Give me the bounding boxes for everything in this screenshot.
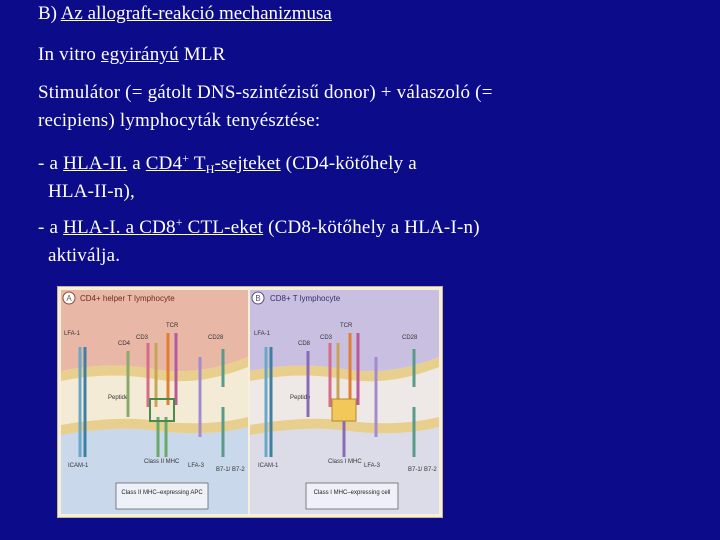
lfa3-label: LFA-3 (188, 463, 205, 469)
mhc-label: Class II MHC (144, 459, 180, 465)
bullet-1-cont: HLA-II-n), (48, 181, 135, 202)
panel-b-footer: Class I MHC–expressing cell (314, 490, 391, 496)
tcr-label: TCR (166, 323, 179, 329)
cd3-label: CD3 (136, 335, 149, 341)
lfa3-label-b: LFA-3 (364, 463, 381, 469)
lfa1-label-b: LFA-1 (254, 331, 271, 337)
panel-b-header: CD8+ T lymphocyte (270, 294, 341, 303)
cd8-label: CD8 (298, 341, 311, 347)
panel-a-letter: A (66, 294, 72, 303)
ctl-body (250, 290, 439, 372)
icam1-label-b: ICAM-1 (258, 463, 279, 469)
panel-a-header: CD4+ helper T lymphocyte (80, 294, 175, 303)
cd28-label-b: CD28 (402, 335, 418, 341)
b7-label: B7-1/ B7-2 (216, 467, 245, 473)
bullet-2: - a HLA-I. a CD8+ CTL-eket (CD8-kötőhely… (38, 215, 480, 238)
t-cell-activation-figure: A CD4+ helper T lymphocyte LFA-1 CD4 CD3… (57, 286, 443, 518)
peptide-label-b: Peptide (290, 395, 311, 401)
intro-line-1: In vitro egyirányú MLR (38, 44, 226, 65)
cd3-label-b: CD3 (320, 335, 333, 341)
slide-title: B) Az allograft-reakció mechanizmusa (38, 3, 332, 24)
icam1-label: ICAM-1 (68, 463, 89, 469)
panel-b-letter: B (255, 294, 260, 303)
bullet-1: - a HLA-II. a CD4+ TH-sejteket (CD4-kötő… (38, 151, 417, 176)
lfa1-label: LFA-1 (64, 331, 81, 337)
intro-line-2: Stimulátor (= gátolt DNS-szintézisű dono… (38, 82, 493, 103)
panel-b: B CD8+ T lymphocyte LFA-1 CD8 CD3 TCR CD… (250, 290, 439, 514)
panel-a: A CD4+ helper T lymphocyte LFA-1 CD4 CD3… (61, 290, 248, 514)
panel-a-footer: Class II MHC–expressing APC (121, 490, 203, 496)
mhc-label-b: Class I MHC (328, 459, 362, 465)
cd28-label: CD28 (208, 335, 224, 341)
b7-label-b: B7-1/ B7-2 (408, 467, 437, 473)
peptide-label: Peptide (108, 395, 129, 401)
bullet-2-cont: aktiválja. (48, 245, 121, 266)
cd4-label: CD4 (118, 341, 131, 347)
t-cell-body (61, 290, 248, 372)
intro-line-3: recipiens) lymphocyták tenyésztése: (38, 110, 321, 131)
tcr-label-b: TCR (340, 323, 353, 329)
